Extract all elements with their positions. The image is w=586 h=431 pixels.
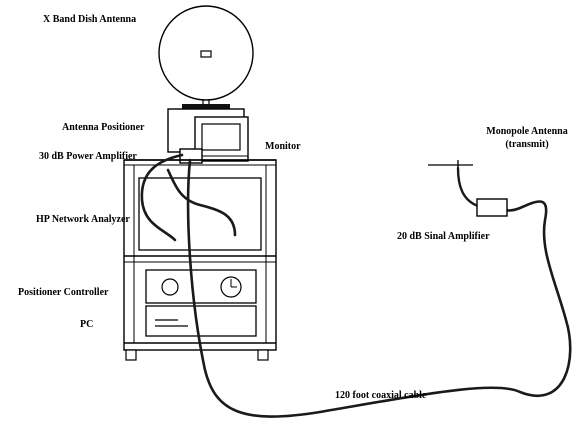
monitor-label: Monitor [265, 141, 301, 152]
coaxial-cable [186, 158, 572, 418]
monopole-antenna [428, 160, 480, 208]
power-amplifier-label: 30 dB Power Amplifier [39, 151, 137, 162]
equipment-cart [123, 159, 277, 361]
network-analyzer-label: HP Network Analyzer [36, 214, 130, 225]
monopole-antenna-label: Monopole Antenna [486, 126, 568, 137]
monopole-transmit-label: (transmit) [505, 139, 549, 150]
antenna-positioner-label: Antenna Positioner [62, 122, 145, 133]
monitor [194, 116, 249, 162]
signal-amplifier-label: 20 dB Sinal Amplifier [397, 231, 490, 242]
positioner-controller-label: Positioner Controller [18, 287, 109, 298]
dish-antenna-label: X Band Dish Antenna [43, 14, 137, 25]
signal-amplifier [476, 198, 508, 217]
antenna-mast [182, 99, 230, 109]
dish-antenna [158, 5, 254, 101]
cart-cables [140, 153, 237, 242]
coaxial-cable-label: 120 foot coaxial cable [335, 390, 427, 401]
pc-label: PC [80, 319, 94, 330]
